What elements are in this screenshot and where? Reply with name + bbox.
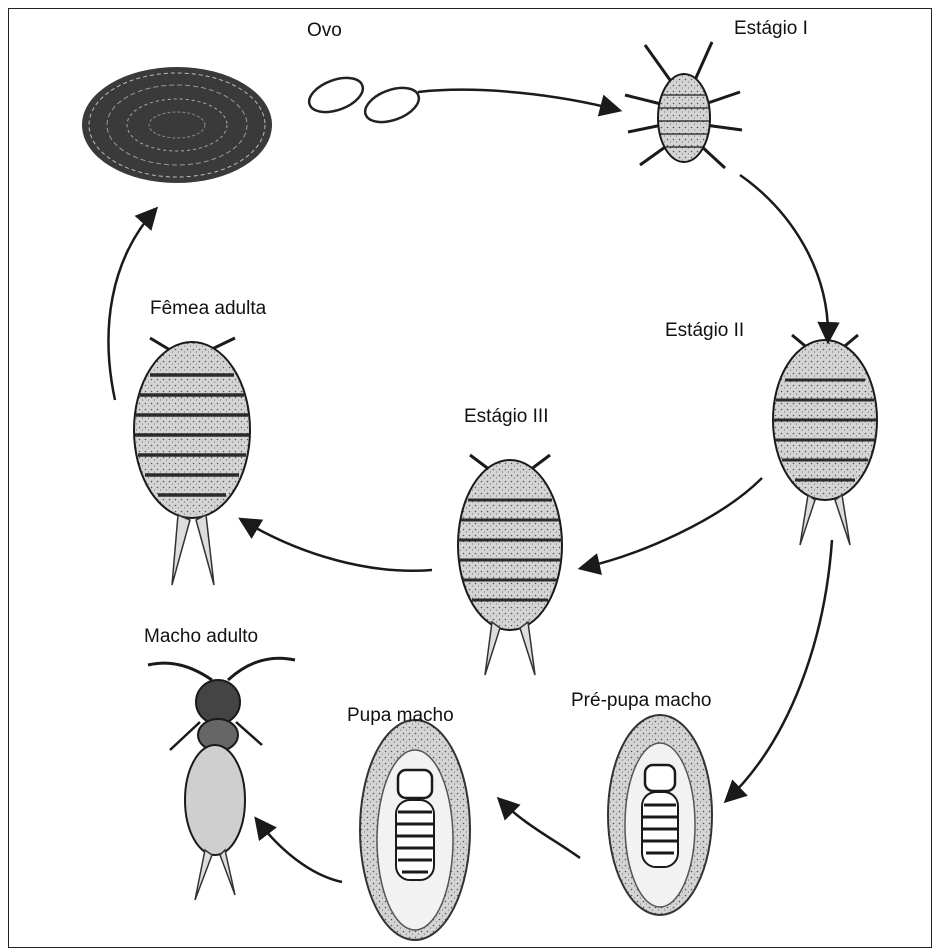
arrow-stage-3-to-female xyxy=(242,520,432,571)
stage-2-nymph-illustration xyxy=(773,335,877,545)
label-femea-adulta: Fêmea adulta xyxy=(150,298,266,320)
arrow-prepupa-to-pupa xyxy=(500,800,580,858)
label-estagio-1: Estágio I xyxy=(734,18,808,40)
arrow-pupa-to-male xyxy=(257,820,342,882)
stage-1-nymph-illustration xyxy=(625,42,742,168)
arrow-egg-to-stage-1 xyxy=(418,90,618,110)
label-estagio-2: Estágio II xyxy=(665,320,744,342)
label-pre-pupa-macho: Pré-pupa macho xyxy=(571,690,711,712)
label-estagio-3: Estágio III xyxy=(464,406,549,428)
label-macho-adulto: Macho adulto xyxy=(144,626,258,648)
arrow-stage-1-to-stage-2 xyxy=(740,175,828,340)
eggs-illustration xyxy=(305,71,424,128)
adult-female-illustration xyxy=(134,338,250,585)
arrow-stage-2-to-prepupa xyxy=(727,540,832,800)
label-pupa-macho: Pupa macho xyxy=(347,705,454,727)
egg-mass-illustration xyxy=(82,67,272,183)
arrow-stage-2-to-stage-3 xyxy=(582,478,762,568)
label-ovo: Ovo xyxy=(307,20,342,42)
male-prepupa-illustration xyxy=(608,715,712,915)
stage-3-nymph-illustration xyxy=(458,455,562,675)
male-pupa-illustration xyxy=(360,720,470,940)
adult-male-illustration xyxy=(148,658,295,900)
